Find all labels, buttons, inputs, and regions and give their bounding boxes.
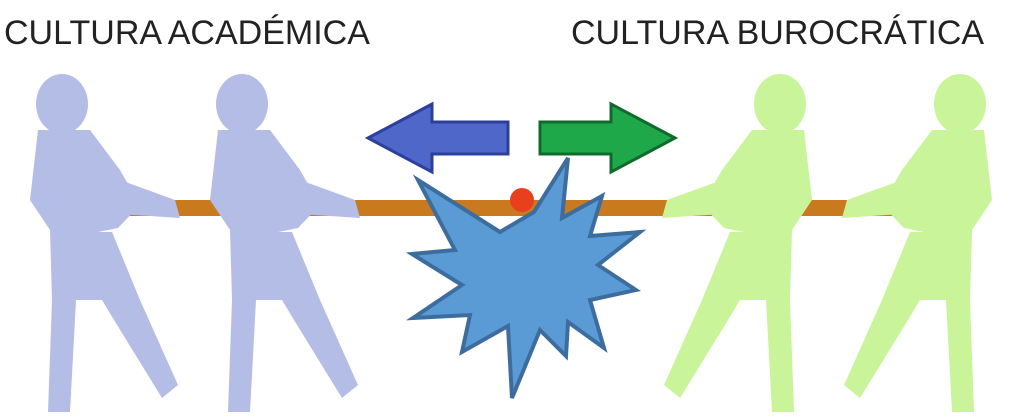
person-pulling-icon [842, 74, 992, 412]
label-cultura-burocratica: CULTURA BUROCRÁTICA [571, 14, 985, 52]
person-pulling-icon [30, 74, 180, 412]
arrow-right-icon [538, 101, 679, 175]
center-marker-icon [510, 188, 534, 212]
arrow-left-icon [364, 101, 510, 175]
explosion-burst-icon [405, 156, 647, 399]
label-cultura-academica: CULTURA ACADÉMICA [4, 14, 370, 52]
person-pulling-icon [662, 74, 812, 412]
person-pulling-icon [210, 74, 360, 412]
